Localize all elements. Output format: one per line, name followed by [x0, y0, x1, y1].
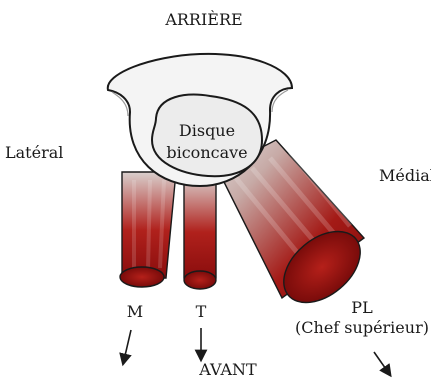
- muscle-t-end: [184, 271, 216, 289]
- biconcave-disc: Disque biconcave: [152, 95, 262, 177]
- arrow-pl: [374, 352, 388, 372]
- label-m: M: [127, 304, 143, 320]
- label-medial: Médial: [379, 168, 431, 184]
- label-pl: PL: [351, 300, 372, 316]
- label-lateral: Latéral: [5, 145, 63, 161]
- disc-label-line2: biconcave: [166, 143, 247, 162]
- muscle-m: [120, 172, 176, 287]
- label-t: T: [196, 304, 207, 320]
- disc-label-line1: Disque: [179, 121, 235, 140]
- label-avant: AVANT: [199, 362, 256, 378]
- muscle-m-end: [120, 267, 164, 287]
- label-pl-sub: (Chef supérieur): [295, 320, 429, 336]
- arrow-m: [124, 330, 131, 360]
- label-arriere: ARRIÈRE: [165, 12, 242, 28]
- muscle-t: [184, 176, 216, 289]
